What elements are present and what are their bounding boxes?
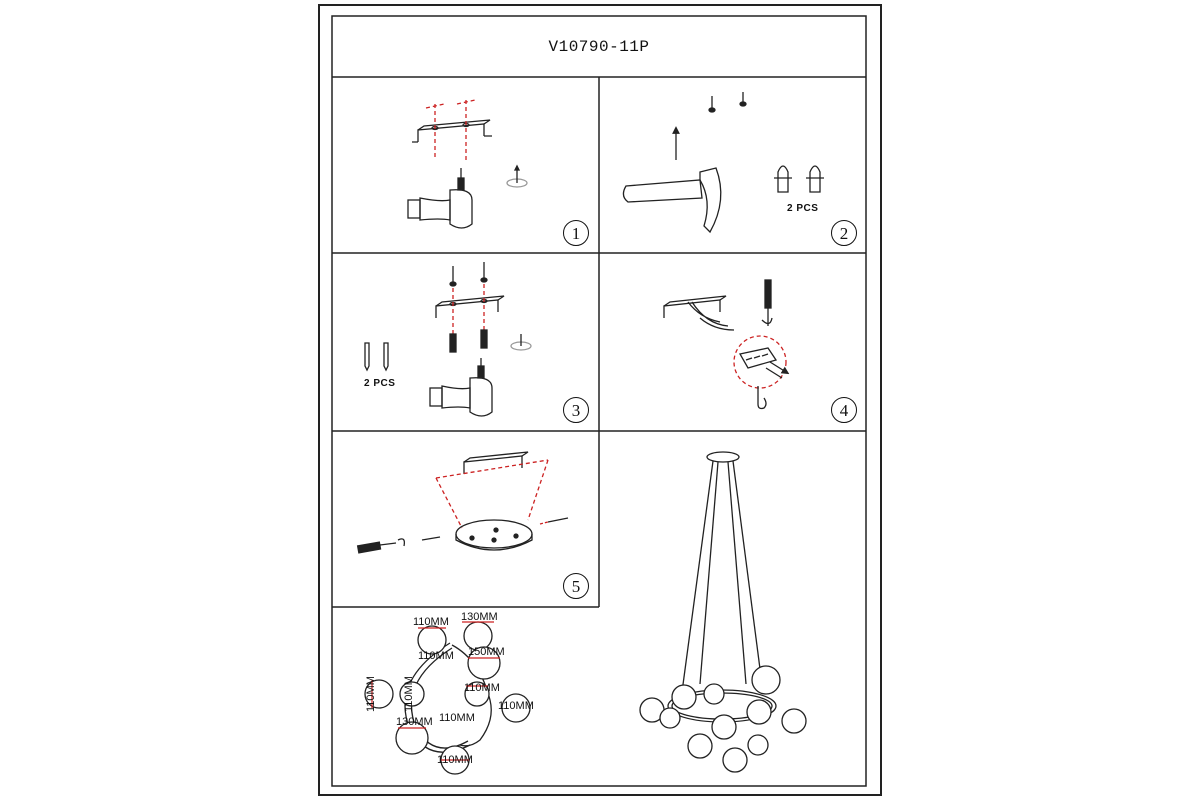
- screwdriver-icon: [761, 279, 773, 326]
- dimension-label: 110MM: [365, 676, 377, 712]
- step-2-quantity: 2 PCS: [787, 203, 819, 214]
- guide-lines: [425, 99, 476, 160]
- step-2-illustration: [622, 92, 824, 234]
- mounting-bracket-icon: [412, 119, 492, 143]
- step-1-illustration: [407, 99, 528, 229]
- screwdriver-icon: [356, 538, 406, 554]
- step-3-illustration: [364, 262, 532, 417]
- screw-icon: [708, 92, 747, 113]
- model-code: V10790-11P: [548, 38, 650, 56]
- step-number-2: 2: [831, 220, 857, 246]
- step-3-quantity: 2 PCS: [364, 378, 396, 389]
- screw-icon: [449, 329, 488, 353]
- step-number-3: 3: [563, 397, 589, 423]
- mounting-bracket-icon: [435, 295, 505, 318]
- hammer-icon: [622, 167, 722, 234]
- ceiling-canopy-icon: [455, 519, 533, 551]
- dimension-label: 110MM: [464, 682, 500, 694]
- dimension-label: 110MM: [413, 616, 449, 628]
- wall-anchor-icon: [510, 334, 532, 351]
- chandelier-icon: [639, 451, 807, 773]
- hook-icon: [757, 386, 767, 410]
- dimension-label: 110MM: [403, 676, 415, 712]
- dimension-label: 110MM: [418, 650, 454, 662]
- instruction-sheet: [318, 4, 882, 796]
- step-number-5: 5: [563, 573, 589, 599]
- dimension-label: 110MM: [498, 700, 534, 712]
- step-5-illustration: [356, 451, 569, 554]
- step-4-illustration: [663, 279, 786, 410]
- dimension-label: 130MM: [396, 716, 433, 728]
- step-number-4: 4: [831, 397, 857, 423]
- drill-icon: [407, 168, 473, 229]
- screw-icon: [364, 342, 389, 372]
- screw-icon: [449, 262, 488, 287]
- step-number-1: 1: [563, 220, 589, 246]
- dimensions-illustration: [364, 621, 531, 775]
- wall-anchor-icon: [506, 164, 528, 188]
- dimension-label: 130MM: [461, 611, 498, 623]
- dimension-label: 110MM: [439, 712, 475, 724]
- drill-icon: [429, 358, 493, 417]
- dimension-label: 110MM: [437, 754, 473, 766]
- grid-lines: [331, 15, 867, 787]
- terminal-block-icon: [733, 335, 786, 389]
- mounting-bracket-icon: [463, 451, 529, 474]
- dimension-label: 150MM: [468, 646, 505, 658]
- wall-anchor-icon: [774, 165, 824, 193]
- screw-icon: [421, 517, 569, 541]
